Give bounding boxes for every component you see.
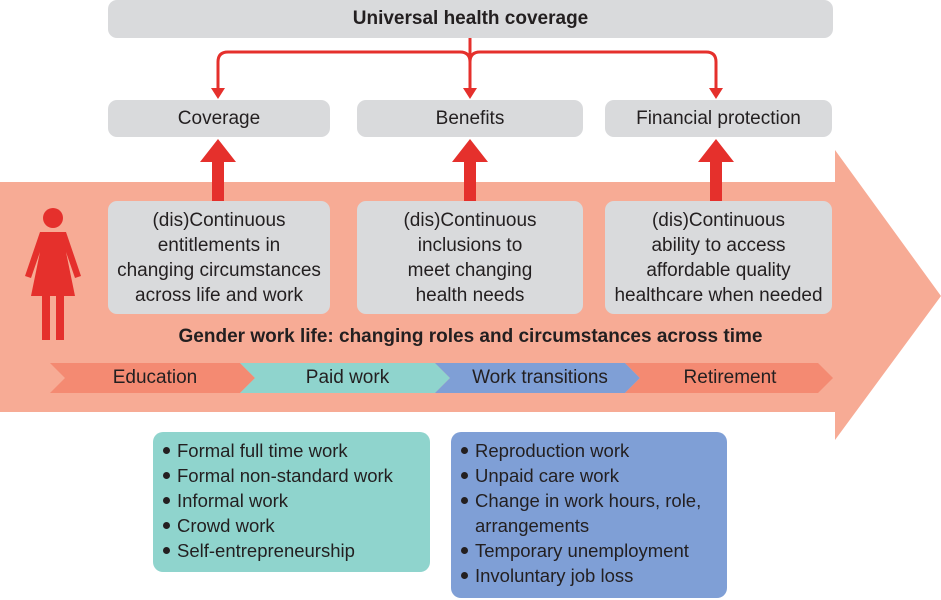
arrow-down-benefits [463, 88, 477, 99]
financial-protection-description: (dis)Continuous ability to access afford… [605, 201, 832, 314]
list-item: Informal work [163, 488, 420, 513]
arrow-down-coverage [211, 88, 225, 99]
list-item: Formal non-standard work [163, 463, 420, 488]
text-line: (dis)Continuous [403, 209, 537, 231]
text-line: health needs [415, 284, 525, 306]
text-line: healthcare when needed [614, 284, 823, 306]
stage-education-label: Education [112, 367, 198, 388]
list-item: Temporary unemployment [461, 538, 717, 563]
paid-work-list: Formal full time work Formal non-standar… [153, 432, 430, 572]
list-item: Formal full time work [163, 438, 420, 463]
list-item-continuation: arrangements [475, 515, 590, 536]
benefits-description: (dis)Continuous inclusions to meet chang… [357, 201, 583, 314]
list-item: Change in work hours, role, [461, 488, 717, 513]
chevron-education [50, 363, 255, 393]
chevron-work-transitions [435, 363, 640, 393]
financial-protection-box: Financial protection [605, 100, 832, 137]
text-line: (dis)Continuous [152, 209, 286, 231]
arrow-up-benefits [452, 139, 488, 201]
text-line: changing circumstances [117, 259, 321, 281]
list-item: Crowd work [163, 513, 420, 538]
stage-paid-work-label: Paid work [305, 367, 390, 388]
benefits-box: Benefits [357, 100, 583, 137]
stage-work-transitions-label: Work transitions [472, 367, 608, 388]
list-item: Reproduction work [461, 438, 717, 463]
text-line: meet changing [407, 259, 533, 281]
timeline-title: Gender work life: changing roles and cir… [178, 326, 763, 347]
arrow-up-coverage [200, 139, 236, 201]
work-transitions-list: Reproduction work Unpaid care work Chang… [451, 432, 727, 598]
list-item: Self-entrepreneurship [163, 538, 420, 563]
text-line: entitlements in [157, 234, 281, 256]
text-line: affordable quality [646, 259, 791, 281]
text-line: inclusions to [417, 234, 523, 256]
list-item: Unpaid care work [461, 463, 717, 488]
stage-retirement-label: Retirement [683, 367, 777, 388]
list-item: Involuntary job loss [461, 563, 717, 588]
female-figure-icon [25, 208, 81, 340]
arrow-up-financial [698, 139, 734, 201]
text-line: ability to access [651, 234, 786, 256]
universal-health-coverage-box: Universal health coverage [108, 0, 833, 38]
arrow-down-financial [709, 88, 723, 99]
coverage-box: Coverage [108, 100, 330, 137]
connector-arrows [216, 38, 718, 90]
chevron-retirement [625, 363, 833, 393]
chevron-paid-work [240, 363, 450, 393]
text-line: across life and work [135, 284, 303, 306]
text-line: (dis)Continuous [651, 209, 786, 231]
coverage-description: (dis)Continuous entitlements in changing… [108, 201, 330, 314]
